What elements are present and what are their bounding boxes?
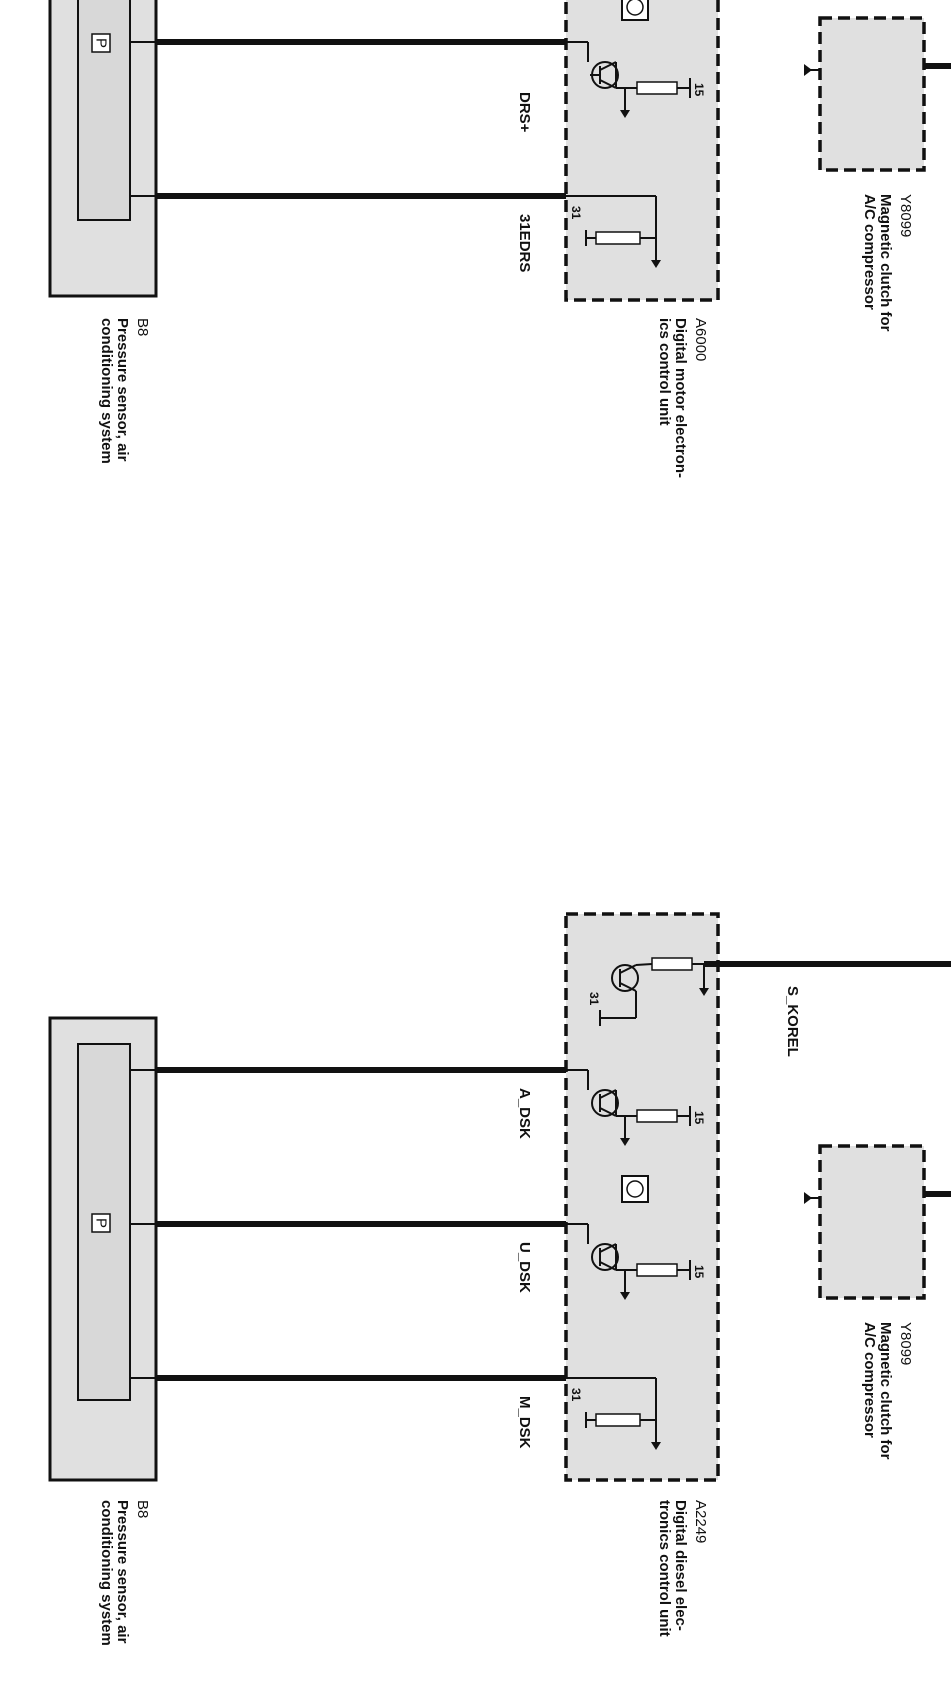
transistor-icon — [566, 41, 691, 118]
clutch-y8099-top — [804, 16, 951, 172]
ground-icon — [804, 64, 812, 76]
wire-label-u-dsk: U_DSK — [516, 1242, 533, 1293]
transistor-icon — [566, 1069, 691, 1146]
clutch-id-label: Y8099 — [897, 194, 914, 237]
transistor-icon — [566, 1223, 691, 1300]
pressure-symbol-label: P — [93, 38, 110, 48]
pressure-symbol-label: P — [93, 1218, 110, 1228]
wire-label-31edrs: 31EDRS — [516, 214, 533, 272]
clutch-housing — [818, 16, 926, 172]
pressure-symbol-icon — [91, 1213, 111, 1233]
ground-resistor-icon — [566, 195, 661, 268]
wire-label-m-dsk: M_DSK — [516, 1396, 533, 1449]
sensor-desc-line2: conditioning system — [98, 318, 115, 464]
ground-icon — [804, 1192, 812, 1204]
sensor-id-label: B8 — [134, 1500, 151, 1518]
clutch-desc-line2: A/C compressor — [861, 194, 878, 310]
clutch-desc-line1: Magnetic clutch for — [877, 194, 894, 332]
sensor-b8-bottom: P — [48, 1016, 158, 1482]
ecu-a2249: 31 15 — [564, 912, 951, 1482]
labels-bottom: B8 Pressure sensor, air conditioning sys… — [98, 1322, 914, 1646]
pin-15-label: 15 — [692, 1111, 706, 1125]
clutch-desc-line1: Magnetic clutch for — [877, 1322, 894, 1460]
transistor-icon — [599, 957, 709, 1026]
sensor-desc-line1: Pressure sensor, air — [114, 1500, 131, 1644]
ecu-id-label: A2249 — [692, 1500, 709, 1543]
labels-top: B8 Pressure sensor, air conditioning sys… — [98, 194, 914, 478]
module-icon — [621, 0, 649, 21]
sensor-desc-line2: conditioning system — [98, 1500, 115, 1646]
pin-31-label: 31 — [569, 206, 583, 220]
ground-resistor-icon — [566, 1377, 661, 1450]
ecu-desc-line1: Digital motor electron- — [672, 318, 689, 478]
top-circuit: P DRS+ 31EDRS — [48, 0, 951, 478]
pressure-symbol-icon — [91, 33, 111, 53]
wire-label-a-dsk: A_DSK — [516, 1088, 533, 1139]
module-icon-circle — [626, 0, 644, 16]
ecu-desc-line1: Digital diesel elec- — [672, 1500, 689, 1631]
pin-31-label: 31 — [587, 992, 601, 1006]
module-icon — [621, 1175, 649, 1203]
clutch-y8099-bottom — [804, 1144, 951, 1300]
ecu-id-label: A6000 — [692, 318, 709, 361]
clutch-id-label: Y8099 — [897, 1322, 914, 1365]
clutch-desc-line2: A/C compressor — [861, 1322, 878, 1438]
clutch-housing — [818, 1144, 926, 1300]
pin-31-label: 31 — [569, 1388, 583, 1402]
ecu-desc-line2: ics control unit — [656, 318, 673, 426]
bottom-circuit: P A_DSK U_DSK M_DSK — [48, 912, 951, 1646]
module-icon-circle — [626, 1180, 644, 1198]
wire-label-s-korel: S_KOREL — [784, 986, 801, 1057]
ecu-desc-line2: tronics control unit — [656, 1500, 673, 1637]
sensor-desc-line1: Pressure sensor, air — [114, 318, 131, 462]
sensor-b8-top: P — [48, 0, 158, 298]
sensor-inner — [77, 0, 131, 221]
wire-label-drs-plus: DRS+ — [516, 92, 533, 133]
pin-15-label: 15 — [692, 1265, 706, 1279]
pin-15-label: 15 — [692, 83, 706, 97]
sensor-id-label: B8 — [134, 318, 151, 336]
ecu-housing — [564, 0, 720, 302]
ecu-a6000: 15 31 — [564, 0, 720, 302]
